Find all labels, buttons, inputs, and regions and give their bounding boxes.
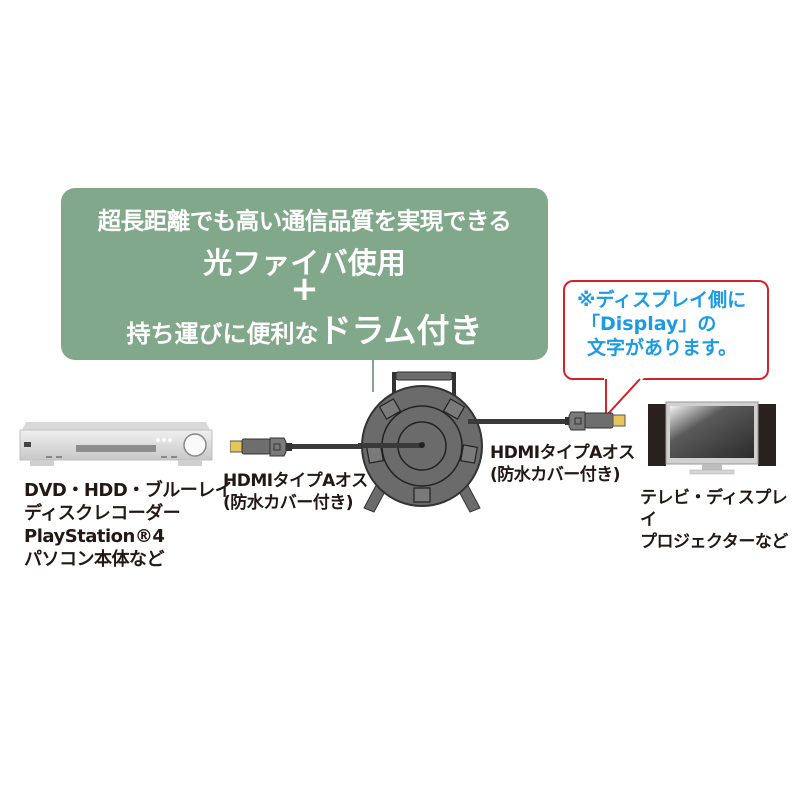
headline-plus: + — [290, 269, 319, 309]
display-note-callout: ※ディスプレイ側に 「Display」の 文字があります。 — [563, 280, 769, 380]
display-line-2: プロジェクターなど — [640, 532, 788, 552]
right-connector-label: HDMIタイプAオス (防水カバー付き) — [490, 442, 635, 486]
headline-line-4-prefix: 持ち運びに便利な — [126, 320, 319, 348]
display-line-1: テレビ・ディスプレイ — [640, 488, 788, 530]
headline-line-2: 光ファイバ使用 — [203, 246, 406, 280]
callout-line-2: 「Display」の — [581, 313, 717, 335]
left-connector-label: HDMIタイプAオス (防水カバー付き) — [223, 470, 368, 514]
source-device-label: DVD・HDD・ブルーレイ ディスクレコーダー PlayStation®4 パソ… — [24, 479, 233, 571]
left-cable — [290, 444, 415, 449]
right-hdmi-plug-icon — [565, 411, 626, 431]
left-hdmi-plug-icon — [230, 437, 292, 457]
left-connector-line-2: (防水カバー付き) — [223, 493, 354, 513]
headline-line-1: 超長距離でも高い通信品質を実現できる — [97, 207, 512, 235]
headline-box: 超長距離でも高い通信品質を実現できる 光ファイバ使用 + 持ち運びに便利なドラム… — [61, 188, 548, 360]
right-connector-line-1: HDMIタイプAオス — [490, 443, 635, 463]
cable-drum-icon — [358, 371, 486, 513]
display-device-label: テレビ・ディスプレイ プロジェクターなど — [640, 487, 800, 553]
headline-connector-line — [372, 360, 374, 392]
headline-line-4-emphasis: ドラム付き — [318, 311, 483, 350]
tv-monitor-icon — [648, 401, 776, 475]
callout-line-1: ※ディスプレイ側に — [577, 289, 747, 311]
right-connector-line-2: (防水カバー付き) — [490, 465, 621, 485]
left-connector-line-1: HDMIタイプAオス — [223, 471, 368, 491]
dvd-recorder-icon — [19, 422, 213, 466]
source-line-4: パソコン本体など — [24, 549, 165, 570]
source-line-3: PlayStation®4 — [24, 526, 165, 547]
source-line-2: ディスクレコーダー — [24, 503, 181, 524]
callout-line-3: 文字があります。 — [587, 337, 738, 359]
headline-line-4: 持ち運びに便利なドラム付き — [61, 304, 548, 352]
right-cable — [460, 419, 575, 424]
source-line-1: DVD・HDD・ブルーレイ — [24, 480, 233, 501]
